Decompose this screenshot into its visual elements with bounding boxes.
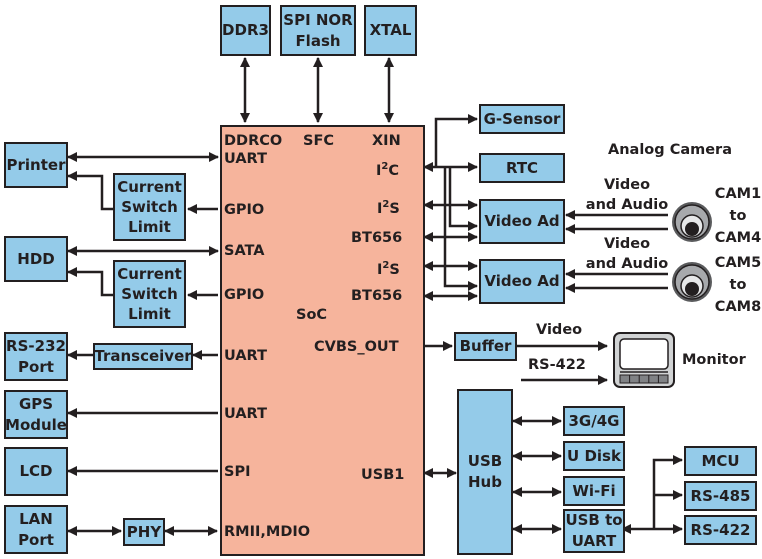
printer-block: Printer: [4, 142, 68, 188]
video-signal-label: Video: [536, 322, 583, 338]
pin-i2s-1-tail: S: [389, 201, 400, 217]
camera-icon-2: [672, 262, 712, 302]
pin-cvbs-out: CVBS_OUT: [314, 339, 399, 355]
cam5-to-cam8-label: CAM5 to CAM8: [714, 255, 762, 315]
lan-port-block: LAN Port: [4, 505, 68, 554]
monitor-label: Monitor: [682, 352, 746, 368]
ddr3-block: DDR3: [220, 5, 271, 56]
usb-to-uart-block: USB to UART: [563, 509, 625, 553]
pin-i2s-2: I2S: [377, 257, 400, 279]
pin-uart-2: UART: [224, 348, 267, 364]
analog-camera-label: Analog Camera: [608, 142, 732, 158]
current-switch-limit-block-2: Current Switch Limit: [113, 260, 186, 328]
pin-i2c-sup: 2: [381, 161, 389, 172]
g-sensor-block: G-Sensor: [479, 104, 565, 134]
rtc-block: RTC: [479, 153, 565, 183]
monitor-icon: [613, 332, 675, 388]
usb-hub-block: USB Hub: [457, 389, 513, 555]
i2c-to-videoad1: [448, 167, 478, 231]
spi-nor-flash-block: SPI NOR Flash: [280, 5, 356, 56]
pin-gpio-1: GPIO: [224, 202, 265, 218]
bus-to-mcu: [652, 455, 683, 529]
video-audio-label-1: Video and Audio: [585, 177, 669, 213]
pin-uart-1: UART: [224, 151, 267, 167]
soc-block: [220, 125, 425, 556]
pin-i2s-1: I2S: [377, 196, 400, 218]
mcu-block: MCU: [684, 446, 757, 476]
buffer-block: Buffer: [454, 332, 517, 361]
pin-uart-3: UART: [224, 406, 267, 422]
phy-block: PHY: [123, 518, 165, 546]
3g-4g-block: 3G/4G: [563, 406, 625, 436]
transceiver-block: Transceiver: [93, 343, 193, 370]
pin-sfc: SFC: [303, 133, 334, 149]
rs485-block: RS-485: [684, 481, 757, 511]
pin-spi: SPI: [224, 464, 251, 480]
video-ad-block-1: Video Ad: [479, 199, 565, 244]
pin-i2s-2-sup: 2: [382, 260, 390, 271]
pin-ddrco: DDRCO: [224, 133, 283, 149]
pin-i2c: I2C: [376, 158, 399, 180]
pin-bt656-1: BT656: [351, 230, 403, 246]
lcd-block: LCD: [4, 447, 68, 496]
pin-i2s-2-tail: S: [389, 262, 400, 278]
pin-i2s-1-base: I: [377, 201, 383, 217]
pin-sata: SATA: [224, 243, 265, 259]
pin-bt656-2: BT656: [351, 288, 403, 304]
rs232-port-block: RS-232 Port: [4, 332, 68, 381]
rs422-block: RS-422: [684, 515, 757, 545]
video-audio-label-2: Video and Audio: [585, 236, 669, 272]
hdd-block: HDD: [4, 236, 68, 282]
current-switch-limit-block-1: Current Switch Limit: [113, 173, 186, 241]
video-ad-block-2: Video Ad: [479, 259, 565, 304]
pin-i2s-1-sup: 2: [382, 199, 390, 210]
wifi-block: Wi-Fi: [563, 476, 625, 506]
pin-gpio-2: GPIO: [224, 287, 265, 303]
pin-i2s-2-base: I: [377, 262, 383, 278]
csl2-to-hdd: [67, 267, 113, 297]
u-disk-block: U Disk: [563, 441, 625, 471]
pin-i2c-tail: C: [388, 163, 400, 179]
rs422-signal-label: RS-422: [528, 357, 586, 373]
xtal-block: XTAL: [364, 5, 417, 56]
pin-i2c-base: I: [376, 163, 382, 179]
camera-icon-1: [672, 202, 712, 242]
pin-usb1: USB1: [361, 467, 405, 483]
cam1-to-cam4-label: CAM1 to CAM4: [714, 186, 762, 246]
csl1-to-printer: [67, 171, 113, 211]
soc-title: SoC: [296, 307, 328, 323]
pin-xin: XIN: [372, 133, 401, 149]
pin-rmii-mdio: RMII,MDIO: [224, 524, 311, 540]
gps-module-block: GPS Module: [4, 390, 68, 439]
i2c-to-gsensor: [434, 114, 478, 167]
